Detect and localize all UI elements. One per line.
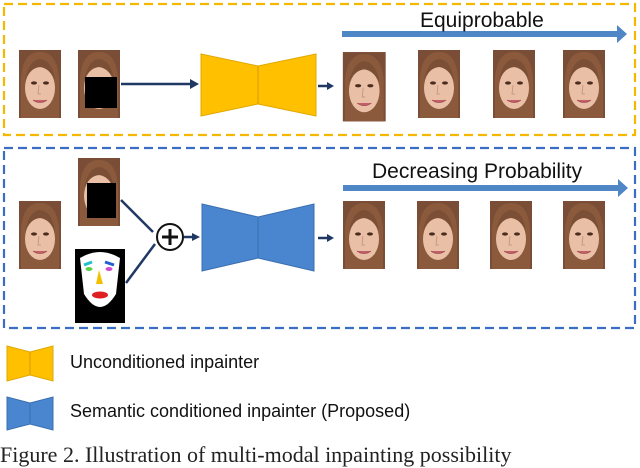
- unconditioned-inpainter-block: [200, 53, 317, 117]
- legend-semantic-swatch: [6, 396, 54, 431]
- mask-block: [85, 77, 117, 108]
- top-panel-border: [2, 2, 637, 137]
- output-face-top-3: [492, 49, 536, 119]
- output-face-bottom-2: [416, 200, 460, 270]
- decreasing-probability-label: Decreasing Probability: [372, 160, 583, 183]
- legend-unconditioned-swatch: [6, 345, 54, 382]
- bottom-panel-border: [2, 146, 637, 330]
- legend-semantic-label: Semantic conditioned inpainter (Proposed…: [70, 401, 411, 421]
- masked-face-bottom: [77, 157, 121, 227]
- output-face-top-4: [562, 49, 606, 119]
- output-face-bottom-1: [342, 200, 386, 270]
- output-face-bottom-4: [562, 200, 606, 270]
- equiprobable-bar: [342, 25, 627, 43]
- figure: [2, 2, 637, 431]
- output-face-top-1: [342, 51, 387, 122]
- semantic-map: [75, 249, 125, 323]
- output-face-top-2: [417, 49, 461, 119]
- connector-from-mask: [120, 199, 154, 233]
- connector-from-semantic: [124, 243, 157, 284]
- input-face-bottom: [18, 200, 62, 270]
- semantic-inpainter-block: [201, 203, 315, 272]
- masked-face-top: [77, 49, 121, 119]
- decreasing-probability-bar: [343, 179, 628, 197]
- equiprobable-label: Equiprobable: [420, 9, 544, 32]
- figure-caption: Figure 2. Illustration of multi-modal in…: [0, 442, 512, 467]
- circled-plus-icon: [156, 223, 184, 251]
- input-face-top: [18, 49, 62, 119]
- mask-block: [87, 183, 116, 218]
- output-face-bottom-3: [489, 200, 533, 270]
- legend-unconditioned-label: Unconditioned inpainter: [70, 352, 260, 372]
